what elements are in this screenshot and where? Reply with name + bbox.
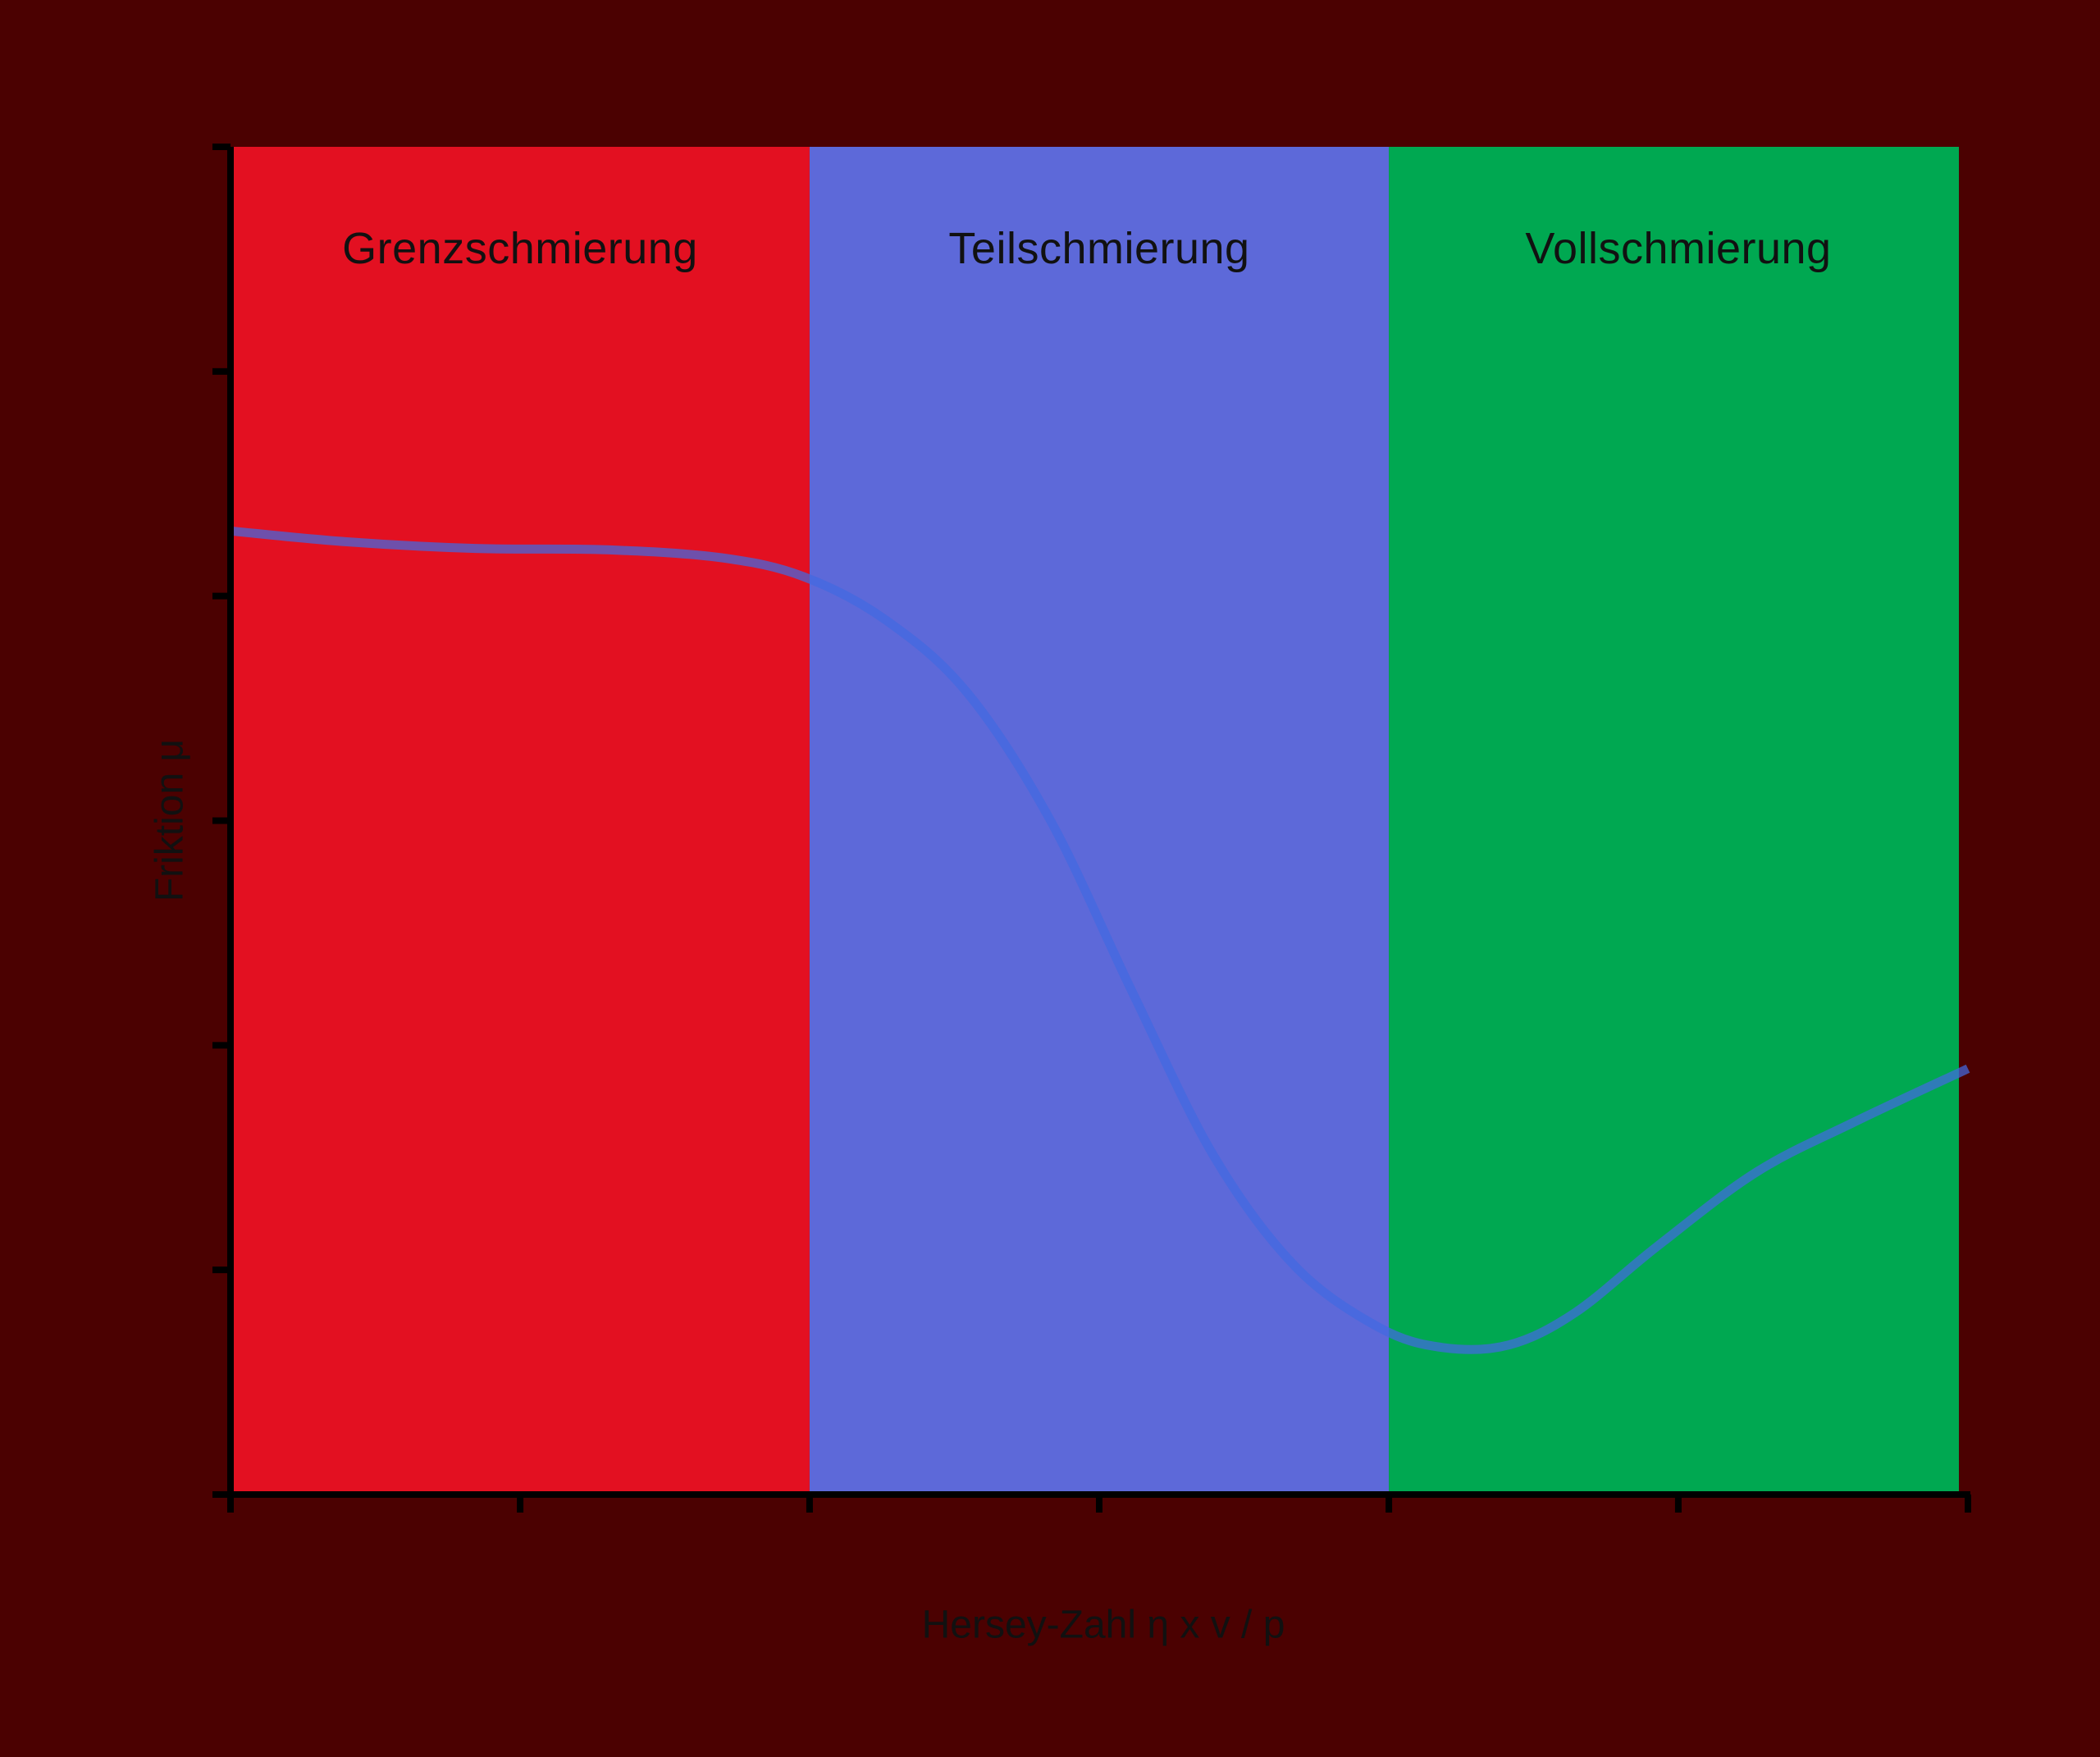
region-band-vollschmierung [1389, 147, 1959, 1495]
x-axis-label: Hersey-Zahl η x v / p [921, 1603, 1285, 1647]
region-band-grenzschmierung [233, 147, 810, 1495]
region-label-teilschmierung: Teilschmierung [948, 224, 1250, 273]
region-band-teilschmierung [809, 147, 1390, 1495]
region-label-vollschmierung: Vollschmierung [1525, 224, 1832, 273]
stribeck-curve [230, 526, 1970, 1354]
y-axis-label: Friktion μ [148, 738, 192, 902]
region-label-grenzschmierung: Grenzschmierung [342, 224, 698, 273]
